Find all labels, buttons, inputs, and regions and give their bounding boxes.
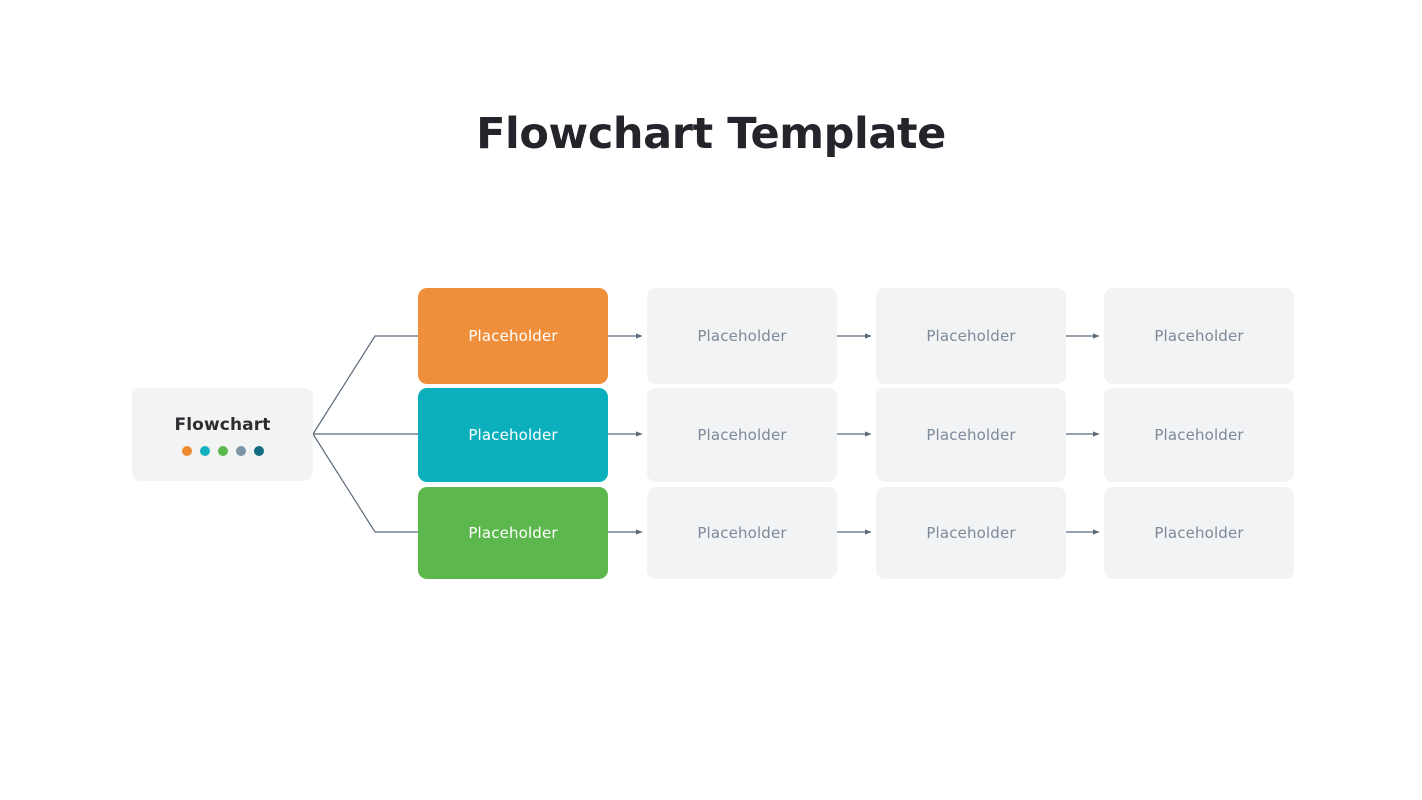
root-node-flowchart[interactable]: Flowchart: [132, 388, 313, 481]
node-row3-stage4[interactable]: Placeholder: [1104, 487, 1294, 579]
dot-deep-teal-icon: [253, 445, 264, 456]
node-label: Placeholder: [1154, 524, 1244, 542]
node-label: Placeholder: [1154, 327, 1244, 345]
dot-slate-icon: [235, 445, 246, 456]
node-row2-stage3[interactable]: Placeholder: [876, 388, 1066, 482]
node-row1-stage2[interactable]: Placeholder: [647, 288, 837, 384]
node-label: Placeholder: [468, 426, 558, 444]
node-row2-stage1[interactable]: Placeholder: [418, 388, 608, 482]
dot-teal-icon: [199, 445, 210, 456]
root-node-dot-row: [181, 445, 264, 456]
node-row1-stage4[interactable]: Placeholder: [1104, 288, 1294, 384]
dot-orange-icon: [181, 445, 192, 456]
node-label: Placeholder: [926, 327, 1016, 345]
node-label: Placeholder: [1154, 426, 1244, 444]
root-node-label: Flowchart: [174, 414, 271, 435]
node-row3-stage1[interactable]: Placeholder: [418, 487, 608, 579]
connector-root-to-row3: [312, 433, 418, 533]
node-label: Placeholder: [468, 524, 558, 542]
dot-green-icon: [217, 445, 228, 456]
node-label: Placeholder: [697, 426, 787, 444]
node-label: Placeholder: [926, 426, 1016, 444]
node-row2-stage4[interactable]: Placeholder: [1104, 388, 1294, 482]
node-row3-stage3[interactable]: Placeholder: [876, 487, 1066, 579]
connector-root-to-row1: [312, 335, 418, 435]
node-row1-stage3[interactable]: Placeholder: [876, 288, 1066, 384]
node-label: Placeholder: [468, 327, 558, 345]
node-row2-stage2[interactable]: Placeholder: [647, 388, 837, 482]
node-label: Placeholder: [697, 327, 787, 345]
page-title: Flowchart Template: [476, 109, 946, 159]
node-label: Placeholder: [697, 524, 787, 542]
node-row3-stage2[interactable]: Placeholder: [647, 487, 837, 579]
node-row1-stage1[interactable]: Placeholder: [418, 288, 608, 384]
node-label: Placeholder: [926, 524, 1016, 542]
